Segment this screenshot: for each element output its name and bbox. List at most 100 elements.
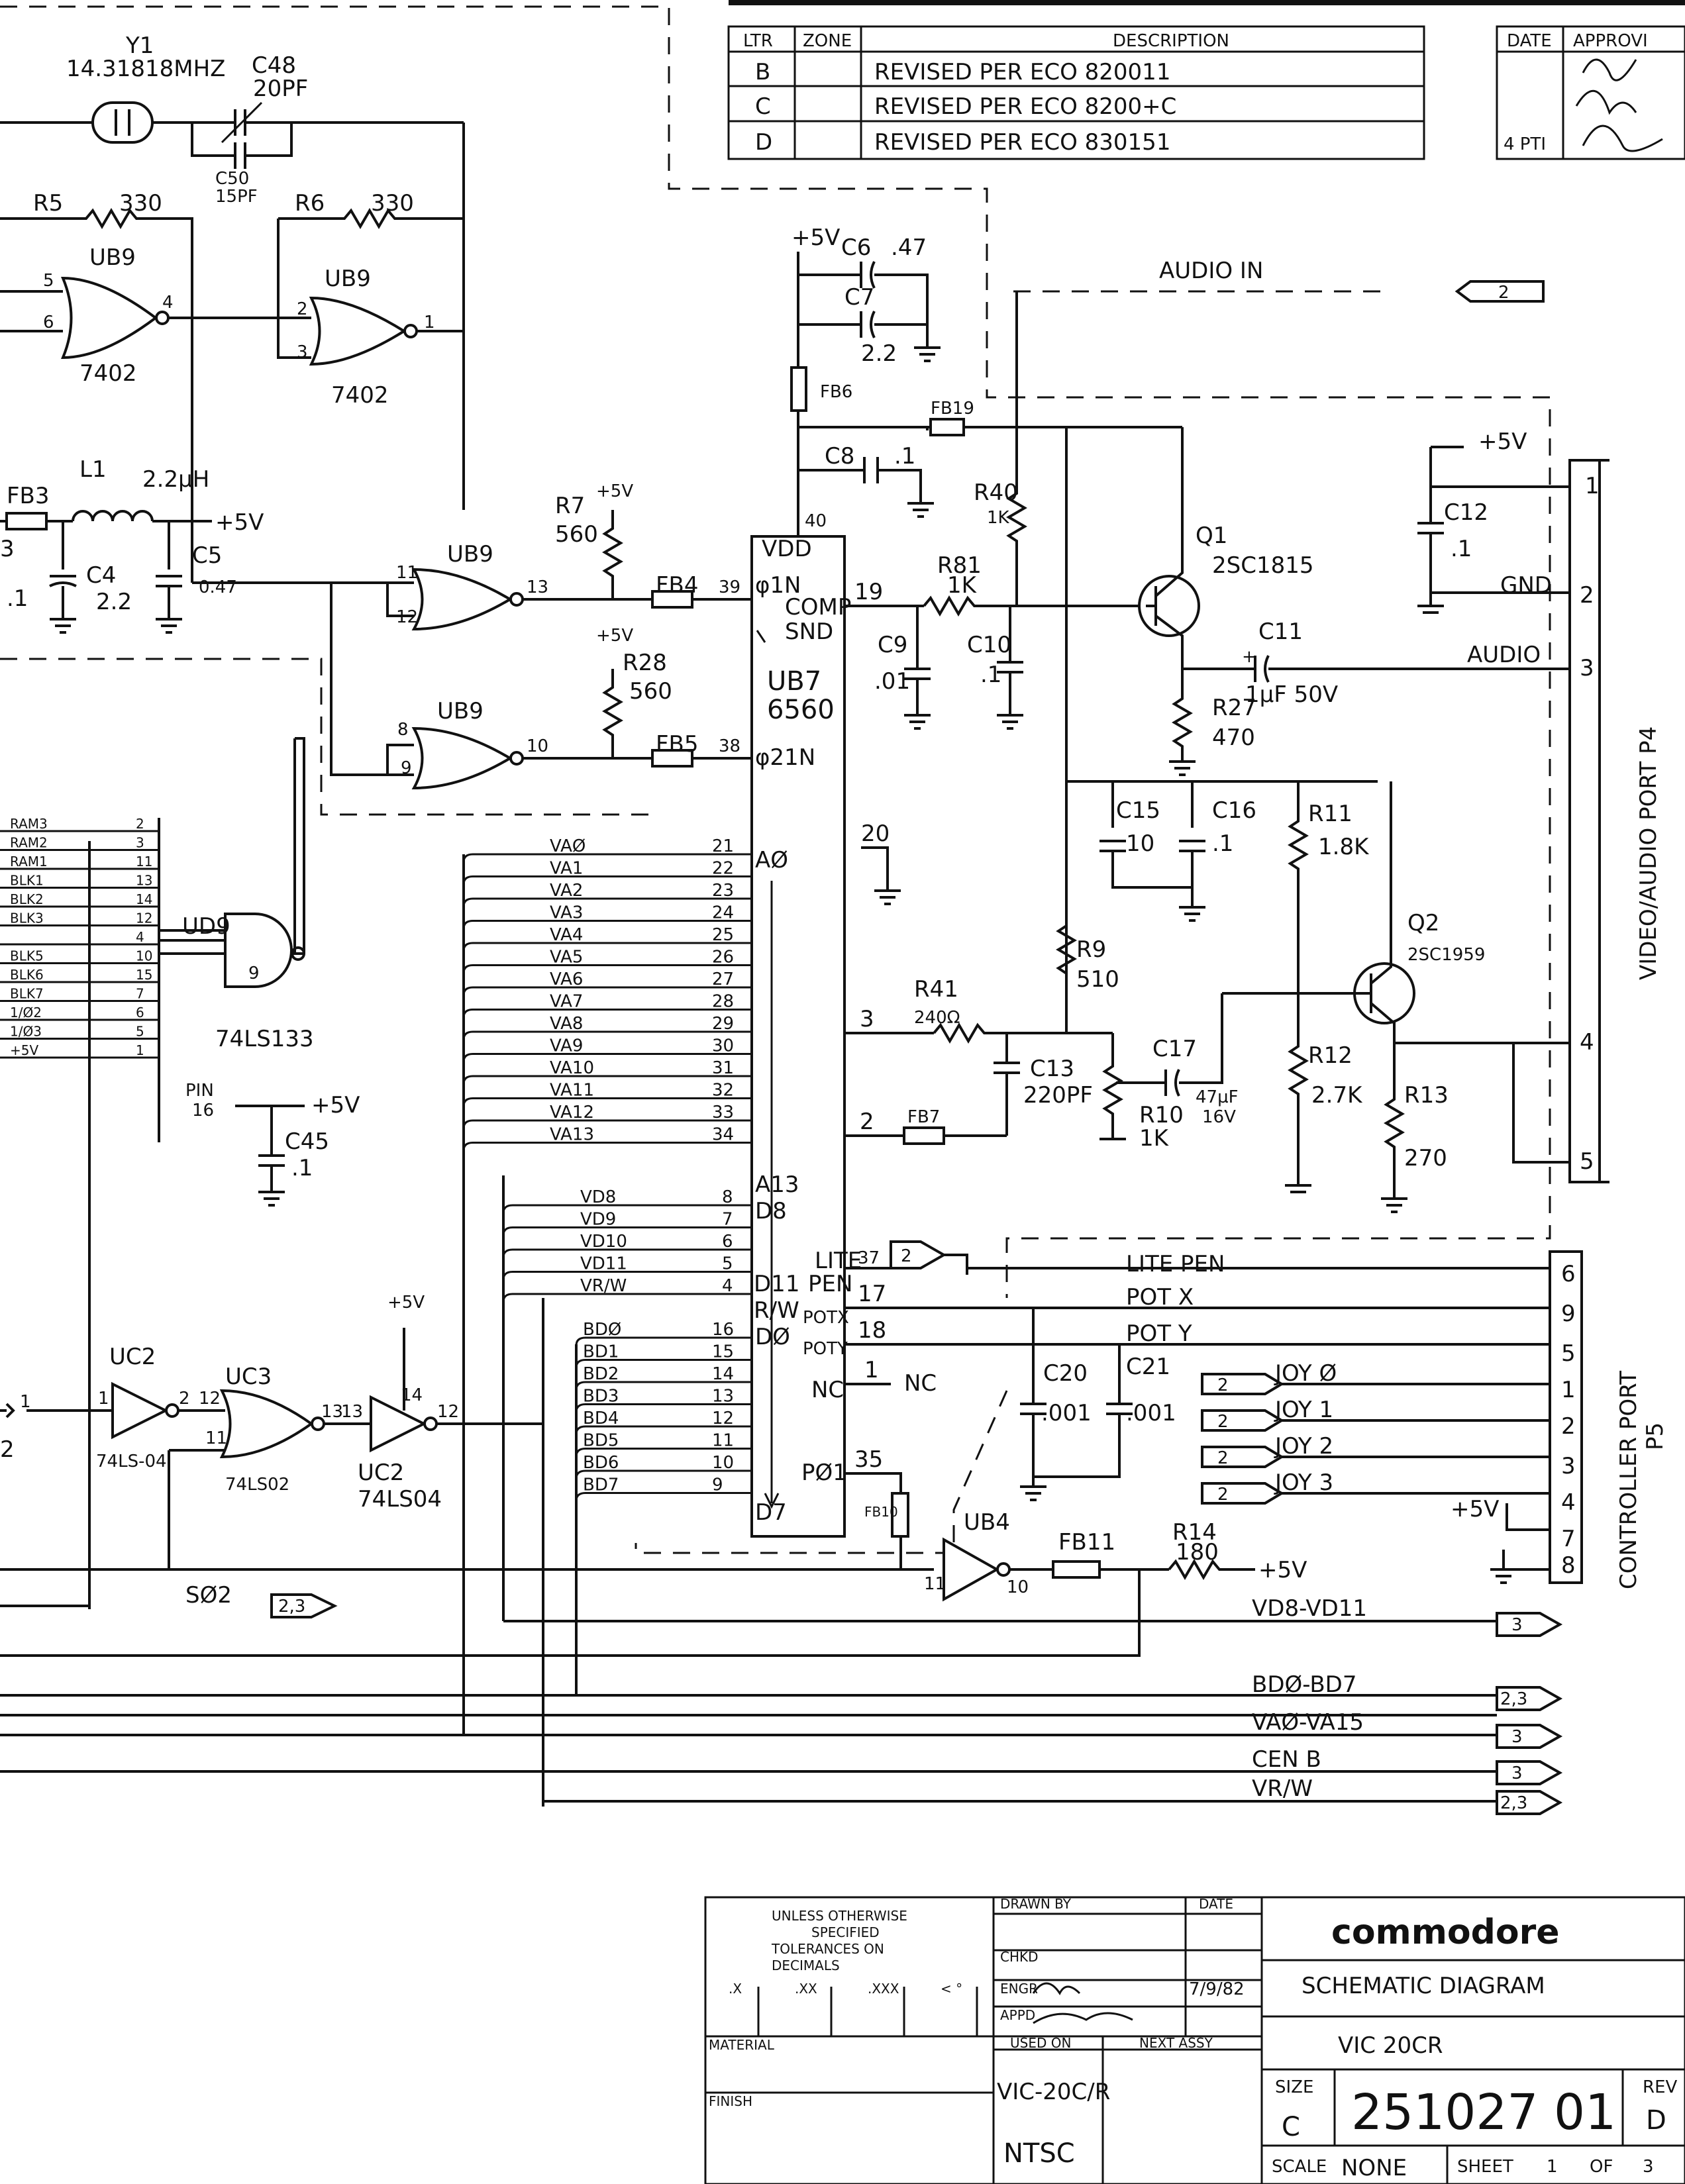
r11-value: 1.8K <box>1318 834 1370 860</box>
r10-value: 1K <box>1139 1125 1170 1152</box>
offpage-vrw-tag: 2,3 <box>1500 1793 1527 1813</box>
pin-label: 37 <box>858 1248 880 1268</box>
video-audio-port-p4: 1 2 3 4 5 +5V C12 .1 GND AUDIO VIDEO/AUD… <box>1417 428 1662 1183</box>
sheet-value: 1 <box>1547 2157 1558 2177</box>
p5-pin: 8 <box>1561 1552 1576 1579</box>
p4-title: VIDEO/AUDIO PORT P4 <box>1635 726 1662 980</box>
addr-bus-label: VA6 <box>550 969 583 989</box>
p5-pin: 3 <box>1561 1453 1576 1479</box>
q2-value: 2SC1959 <box>1407 945 1485 965</box>
ud9-label: UD9 <box>182 913 230 940</box>
decoder-input-pin: 6 <box>136 1005 144 1020</box>
offpage-vrw-label: VR/W <box>1252 1775 1313 1802</box>
engr-date: 7/9/82 <box>1189 1979 1245 1999</box>
c21-value: .001 <box>1126 1400 1176 1426</box>
lite-pen-tag: 2 <box>901 1246 912 1266</box>
offpage-cenb-tag: 3 <box>1511 1763 1523 1783</box>
decoder-input-label: RAM2 <box>10 835 48 851</box>
ud9-part: 74LS133 <box>215 1026 314 1052</box>
joy-tag: 2 <box>1217 1412 1229 1432</box>
pin-label: 1 <box>864 1357 879 1383</box>
offpage-vrw-arrow <box>1496 1790 1563 1815</box>
fb3-bead <box>5 512 48 530</box>
c4-value: 2.2 <box>96 589 132 615</box>
ub9-gate-d <box>411 726 513 790</box>
decoder-input-label: BLK3 <box>10 911 44 926</box>
vic-part: 6560 <box>767 695 835 725</box>
sheet-label: SHEET <box>1457 2157 1513 2177</box>
ub4-label: UB4 <box>964 1509 1010 1536</box>
addr-bus-pin: 29 <box>712 1014 734 1034</box>
vic-pin-pen: PEN <box>808 1271 852 1297</box>
pin-label: 13 <box>341 1402 363 1422</box>
scale-label: SCALE <box>1272 2157 1327 2177</box>
data-hi-pin: 6 <box>722 1232 733 1252</box>
c48-label: C48 <box>252 52 296 79</box>
data-hi-pin: 4 <box>722 1276 733 1296</box>
ub9b-label: UB9 <box>325 266 371 292</box>
fragment-label: .1 <box>7 585 28 612</box>
uc2b-part: 74LS04 <box>358 1486 442 1513</box>
r28-value: 560 <box>629 678 672 705</box>
addr-bus-label: VA10 <box>550 1058 594 1078</box>
c21-label: C21 <box>1126 1354 1170 1380</box>
decoder-input-label: BLK1 <box>10 873 44 889</box>
c4-label: C4 <box>86 562 116 589</box>
pin-label: 17 <box>858 1281 886 1307</box>
vic-pin-snd: SND <box>785 619 833 645</box>
c16-value: .1 <box>1212 830 1233 857</box>
r28-5v: +5V <box>596 626 633 646</box>
addr-bus-pin: 27 <box>712 969 734 989</box>
rev-ltr-c: C <box>755 93 771 120</box>
uc2a-label: UC2 <box>109 1344 156 1370</box>
c16-label: C16 <box>1212 797 1256 824</box>
pin-label: 18 <box>858 1317 886 1344</box>
vic-name: UB7 <box>767 666 821 697</box>
rev-desc-c: REVISED PER ECO 8200+C <box>874 93 1176 120</box>
pin-label: 4 <box>162 293 174 313</box>
p5-pin: 9 <box>1561 1301 1576 1327</box>
addr-bus-label: VA4 <box>550 925 583 945</box>
ub9b-part: 7402 <box>331 382 389 409</box>
r81-label: R81 <box>937 552 982 579</box>
tol-line-4: DECIMALS <box>772 1958 840 1973</box>
p5-pin: 7 <box>1561 1526 1576 1552</box>
bottom-gates: 1 2 UC2 74LS-04 1 2 12 UC3 74LS02 11 13 … <box>0 841 901 1609</box>
c45-value: .1 <box>291 1155 313 1181</box>
fragment-label: 3 <box>0 536 15 562</box>
crystal-freq: 14.31818MHZ <box>66 56 225 82</box>
decoder-input-pin: 2 <box>136 816 144 832</box>
pin-label: 12 <box>396 607 418 627</box>
vic-pin-a13: A13 <box>755 1171 799 1198</box>
finish-label: FINISH <box>709 2093 752 2109</box>
title-block: UNLESS OTHERWISE SPECIFIED TOLERANCES ON… <box>704 1896 1685 2184</box>
decoder-input-pin: 3 <box>136 835 144 851</box>
pin-label: 35 <box>854 1446 883 1473</box>
r7-value: 560 <box>555 521 598 548</box>
joy-tag: 2 <box>1217 1448 1229 1468</box>
pin-label: 3 <box>297 342 308 362</box>
fb19-label: FB19 <box>931 399 974 419</box>
c11-value: 1µF 50V <box>1245 681 1338 708</box>
data-lo-pin: 15 <box>712 1342 734 1362</box>
used-on-value-2: NTSC <box>1003 2138 1075 2169</box>
data-lo-label: BD7 <box>583 1475 619 1495</box>
decoder-input-label: RAM1 <box>10 854 48 869</box>
p4-connector <box>1568 459 1601 1183</box>
addr-bus-label: VA1 <box>550 859 583 879</box>
data-lo-pin: 13 <box>712 1387 734 1407</box>
p5-connector <box>1549 1250 1583 1584</box>
data-hi-pin: 8 <box>722 1187 733 1207</box>
material-label: MATERIAL <box>709 2037 775 2053</box>
rev-header-description: DESCRIPTION <box>1113 31 1229 51</box>
r27-value: 470 <box>1212 724 1255 751</box>
pin-note: PIN <box>185 1081 214 1101</box>
p5-pin: 5 <box>1561 1340 1576 1367</box>
fb5-label: FB5 <box>656 731 699 758</box>
decoder-input-pin: 7 <box>136 986 144 1002</box>
r7-5v: +5V <box>596 481 633 501</box>
data-hi-pin: 5 <box>722 1254 733 1274</box>
pin-label: 9 <box>401 758 412 778</box>
r5-label: R5 <box>33 190 63 217</box>
r28-label: R28 <box>623 650 667 676</box>
